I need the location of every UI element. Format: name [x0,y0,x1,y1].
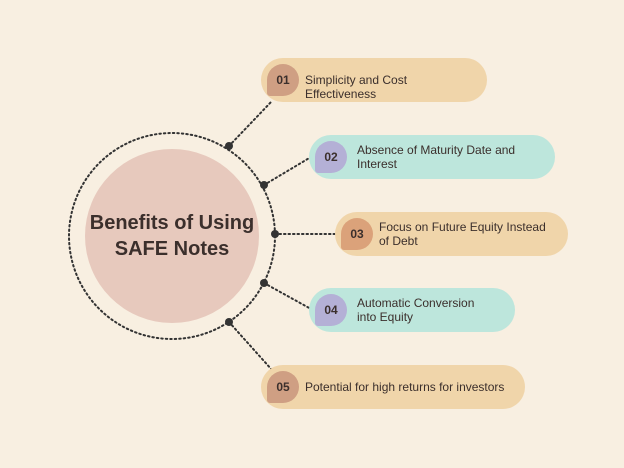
connector-dot-01 [225,142,233,150]
benefit-item-01: 01 Simplicity and Cost Effectiveness [261,58,487,102]
connector-line-02 [263,156,312,186]
benefit-label-03: Focus on Future Equity Instead of Debt [379,220,546,248]
number-badge-02: 02 [315,141,347,173]
benefit-item-04: 04 Automatic Conversion into Equity [309,288,515,332]
benefit-item-02: 02 Absence of Maturity Date and Interest [309,135,555,179]
number-badge-03: 03 [341,218,373,250]
benefit-label-05: Potential for high returns for investors [305,380,505,394]
connector-line-05 [228,321,273,371]
benefit-label-01: Simplicity and Cost Effectiveness [305,73,408,101]
connector-line-01 [228,100,273,147]
connector-dot-05 [225,318,233,326]
connector-dot-04 [260,279,268,287]
connector-line-04 [263,282,312,310]
benefit-item-03: 03 Focus on Future Equity Instead of Deb… [335,212,568,256]
benefit-item-05: 05 Potential for high returns for invest… [261,365,525,409]
benefit-label-04: Automatic Conversion into Equity [357,296,475,324]
benefit-label-02: Absence of Maturity Date and Interest [357,143,516,171]
hub-circle: Benefits of Using SAFE Notes [85,149,259,323]
number-badge-01: 01 [267,64,299,96]
hub-title: Benefits of Using SAFE Notes [89,212,255,260]
connector-dot-03 [271,230,279,238]
number-badge-05: 05 [267,371,299,403]
connector-dot-02 [260,181,268,189]
number-badge-04: 04 [315,294,347,326]
